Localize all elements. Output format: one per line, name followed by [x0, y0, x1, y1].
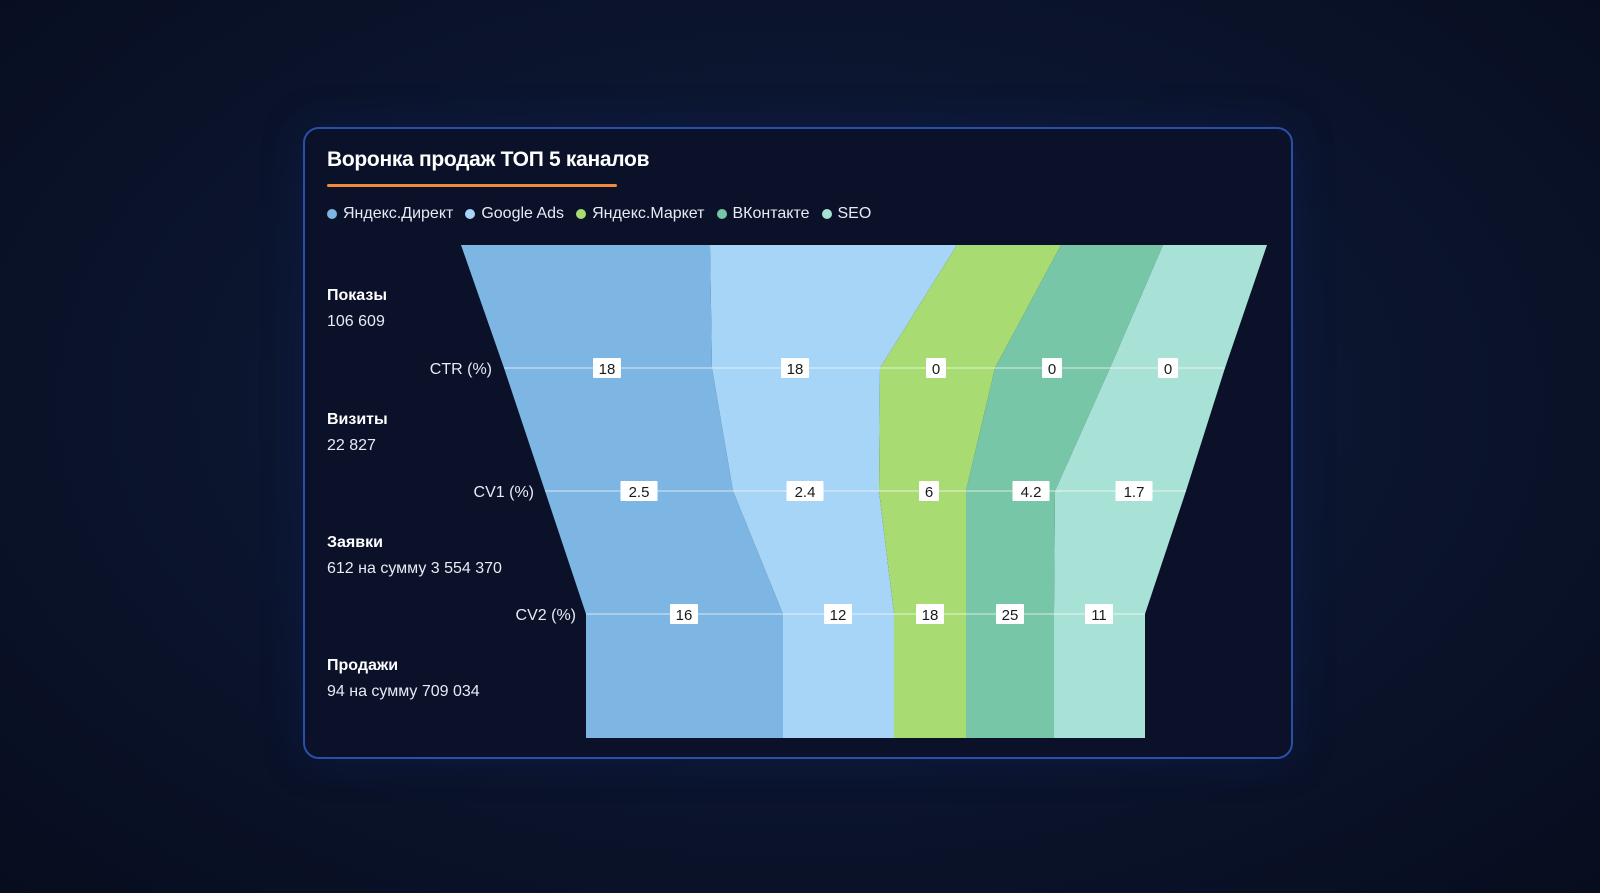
rate-value-box — [919, 481, 939, 501]
rate-label: CV1 (%) — [474, 484, 534, 501]
rate-value-box — [916, 604, 944, 624]
rate-value-box — [996, 604, 1024, 624]
rate-value-box — [1042, 358, 1062, 378]
rate-value-label: 11 — [1091, 607, 1107, 624]
rate-value-label: 12 — [830, 607, 847, 624]
rate-value-box — [1158, 358, 1178, 378]
stage-name: Заявки — [327, 534, 383, 551]
rate-value-label: 1.7 — [1124, 484, 1145, 501]
stage-value: 94 на сумму 709 034 — [327, 683, 480, 700]
stage-value: 22 827 — [327, 437, 376, 454]
rate-value-label: 0 — [1164, 361, 1172, 378]
legend-label: Яндекс.Директ — [343, 205, 454, 222]
rate-value-box — [1115, 481, 1153, 501]
legend-dot — [465, 209, 476, 219]
stage-value: 612 на сумму 3 554 370 — [327, 560, 502, 577]
chart-title: Воронка продаж ТОП 5 каналов — [327, 148, 650, 171]
rate-value-box — [593, 358, 621, 378]
rate-value-box — [1012, 481, 1050, 501]
legend-dot — [821, 209, 832, 219]
legend-label: Яндекс.Маркет — [592, 205, 705, 222]
rate-value-label: 25 — [1002, 607, 1019, 624]
rate-label: CTR (%) — [430, 361, 492, 378]
legend-label: Google Ads — [481, 205, 565, 222]
rate-value-label: 6 — [925, 484, 933, 501]
rate-value-box — [781, 358, 809, 378]
legend-item-seo[interactable]: SEO — [821, 205, 872, 223]
rate-value-label: 18 — [787, 361, 804, 378]
rate-value-label: 18 — [599, 361, 616, 378]
legend-item-google-ads[interactable]: Google Ads — [465, 205, 564, 223]
legend-item-vkontakte[interactable]: ВКонтакте — [716, 205, 810, 223]
rate-value-box — [1085, 604, 1113, 624]
legend: Яндекс.Директ Google Ads Яндекс.Маркет В… — [327, 205, 871, 223]
legend-item-yandex-market[interactable]: Яндекс.Маркет — [576, 205, 705, 223]
rate-value-box — [670, 604, 698, 624]
legend-dot — [327, 209, 337, 219]
rate-value-label: 4.2 — [1021, 484, 1042, 501]
rate-value-label: 0 — [1048, 361, 1056, 378]
stage-sales: Продажи 94 на сумму 709 034 — [327, 656, 480, 702]
rate-value-label: 2.4 — [795, 484, 816, 501]
legend-label: SEO — [837, 205, 872, 222]
stage-name: Продажи — [327, 657, 399, 674]
rate-value-box — [824, 604, 852, 624]
stage-name: Показы — [327, 287, 387, 304]
stage-leads: Заявки 612 на сумму 3 554 370 — [327, 533, 502, 579]
legend-dot — [716, 209, 727, 219]
rate-label: CV2 (%) — [516, 607, 576, 624]
rate-value-label: 16 — [676, 607, 693, 624]
stage-name: Визиты — [327, 411, 388, 428]
stage-value: 106 609 — [327, 313, 385, 330]
stage-impressions: Показы 106 609 — [327, 286, 387, 332]
legend-label: ВКонтакте — [732, 205, 810, 222]
rate-value-box — [926, 358, 946, 378]
rate-value-label: 2.5 — [629, 484, 650, 501]
legend-dot — [576, 209, 587, 219]
rate-value-box — [620, 481, 658, 501]
title-underline — [327, 184, 617, 187]
legend-item-yandex-direct[interactable]: Яндекс.Директ — [327, 205, 453, 223]
rate-value-label: 0 — [932, 361, 940, 378]
rate-value-box — [786, 481, 824, 501]
rate-value-label: 18 — [922, 607, 939, 624]
stage-visits: Визиты 22 827 — [327, 410, 388, 456]
